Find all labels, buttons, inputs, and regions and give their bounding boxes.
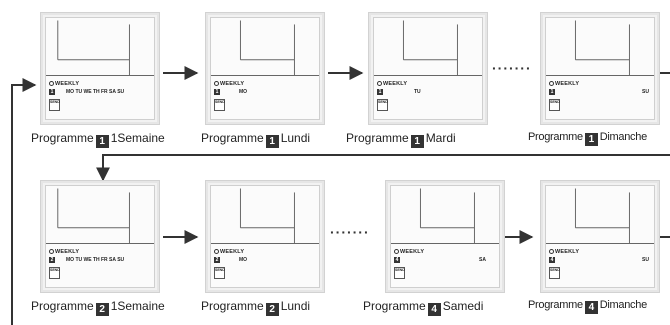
send-icon: SEND bbox=[49, 267, 60, 279]
lcd-segment-lines bbox=[211, 188, 319, 244]
program-number-badge: 1 bbox=[584, 133, 598, 146]
lcd-screen: WEEKLY 4 SU SEND bbox=[545, 185, 655, 288]
lcd-panel-monday: WEEKLY 1 MO SEND bbox=[205, 12, 325, 125]
day-indicators: MO bbox=[239, 257, 248, 263]
weekly-label: WEEKLY bbox=[549, 249, 579, 255]
program-indicator: 1 bbox=[377, 89, 383, 95]
lcd-segment-lines bbox=[46, 20, 154, 76]
lcd-panel-week-2: WEEKLY 2 MO TU WE TH FR SA SU SEND bbox=[40, 180, 160, 293]
day-indicators: MO bbox=[239, 89, 248, 95]
lcd-screen: WEEKLY 1 MO TU WE TH FR SA SU SEND bbox=[45, 17, 155, 120]
program-indicator: 4 bbox=[549, 257, 555, 263]
lcd-panel-monday-2: WEEKLY 2 MO SEND bbox=[205, 180, 325, 293]
weekly-label: WEEKLY bbox=[549, 81, 579, 87]
clock-icon bbox=[377, 81, 382, 86]
lcd-panel-sunday: WEEKLY 1 SU SEND bbox=[540, 12, 660, 125]
weekly-label: WEEKLY bbox=[49, 81, 79, 87]
lcd-screen: WEEKLY 2 MO SEND bbox=[210, 185, 320, 288]
program-indicator: 1 bbox=[214, 89, 220, 95]
weekly-label: WEEKLY bbox=[49, 249, 79, 255]
program-indicator: 1 bbox=[49, 89, 55, 95]
program-number-badge: 1 bbox=[410, 135, 424, 148]
send-icon: SEND bbox=[377, 99, 388, 111]
program-indicator: 2 bbox=[214, 257, 220, 263]
weekly-label: WEEKLY bbox=[377, 81, 407, 87]
lcd-screen: WEEKLY 1 SU SEND bbox=[545, 17, 655, 120]
program-number-badge: 2 bbox=[95, 303, 109, 316]
lcd-panel-week: WEEKLY 1 MO TU WE TH FR SA SU SEND bbox=[40, 12, 160, 125]
send-icon: SEND bbox=[214, 267, 225, 279]
lcd-segment-lines bbox=[46, 188, 154, 244]
program-indicator: 1 bbox=[549, 89, 555, 95]
send-icon: SEND bbox=[394, 267, 405, 279]
day-indicators: TU bbox=[414, 89, 421, 95]
ellipsis-row2: ······· bbox=[330, 224, 370, 240]
day-indicators: MO TU WE TH FR SA SU bbox=[66, 89, 125, 95]
weekly-label: WEEKLY bbox=[394, 249, 424, 255]
send-icon: SEND bbox=[214, 99, 225, 111]
lcd-screen: WEEKLY 4 SA SEND bbox=[390, 185, 500, 288]
ellipsis-row1: ······· bbox=[492, 60, 532, 76]
day-indicators: MO TU WE TH FR SA SU bbox=[66, 257, 125, 263]
program-number-badge: 1 bbox=[265, 135, 279, 148]
day-indicators: SU bbox=[642, 89, 649, 95]
program-indicator: 2 bbox=[49, 257, 55, 263]
lcd-screen: WEEKLY 1 TU SEND bbox=[373, 17, 483, 120]
program-number-badge: 2 bbox=[265, 303, 279, 316]
clock-icon bbox=[49, 81, 54, 86]
weekly-label: WEEKLY bbox=[214, 249, 244, 255]
lcd-segment-lines bbox=[546, 188, 654, 244]
day-indicators: SU bbox=[642, 257, 649, 263]
arrow-row-return bbox=[96, 154, 670, 182]
lcd-segment-lines bbox=[374, 20, 482, 76]
lcd-segment-lines bbox=[391, 188, 499, 244]
lcd-panel-tuesday: WEEKLY 1 TU SEND bbox=[368, 12, 488, 125]
lcd-screen: WEEKLY 2 MO TU WE TH FR SA SU SEND bbox=[45, 185, 155, 288]
send-icon: SEND bbox=[549, 99, 560, 111]
clock-icon bbox=[214, 249, 219, 254]
clock-icon bbox=[49, 249, 54, 254]
program-indicator: 4 bbox=[394, 257, 400, 263]
lcd-segment-lines bbox=[211, 20, 319, 76]
day-indicators: SA bbox=[479, 257, 486, 263]
clock-icon bbox=[214, 81, 219, 86]
send-icon: SEND bbox=[549, 267, 560, 279]
lcd-screen: WEEKLY 1 MO SEND bbox=[210, 17, 320, 120]
arrow-loop-back bbox=[11, 78, 37, 325]
clock-icon bbox=[549, 249, 554, 254]
clock-icon bbox=[394, 249, 399, 254]
clock-icon bbox=[549, 81, 554, 86]
send-icon: SEND bbox=[49, 99, 60, 111]
weekly-label: WEEKLY bbox=[214, 81, 244, 87]
program-number-badge: 1 bbox=[95, 135, 109, 148]
lcd-panel-saturday: WEEKLY 4 SA SEND bbox=[385, 180, 505, 293]
program-number-badge: 4 bbox=[584, 301, 598, 314]
lcd-segment-lines bbox=[546, 20, 654, 76]
lcd-panel-sunday-2: WEEKLY 4 SU SEND bbox=[540, 180, 660, 293]
program-number-badge: 4 bbox=[427, 303, 441, 316]
